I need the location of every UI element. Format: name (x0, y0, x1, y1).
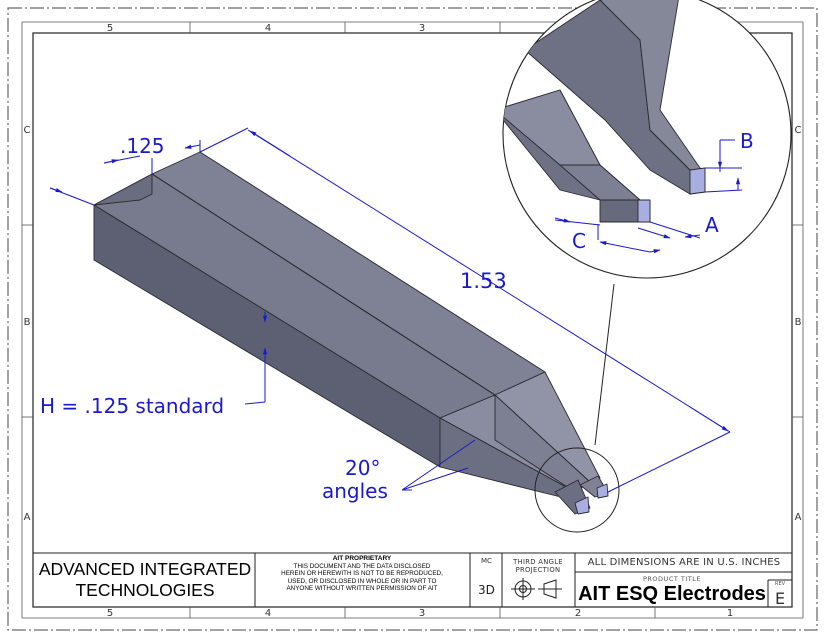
detail-view (503, 0, 706, 223)
three-d-label: 3D (478, 583, 495, 597)
outer-border (7, 7, 818, 631)
third-angle-projection-icon (511, 578, 562, 600)
dim-tip-a-label: A (705, 213, 719, 237)
product-title-label: PRODUCT TITLE (643, 575, 701, 583)
detail-leader (594, 283, 615, 446)
zone-row-left-a: A (24, 512, 31, 523)
zone-col-top-4: 4 (265, 23, 271, 34)
dimension-lines (49, 127, 743, 493)
title-block-grid (33, 552, 792, 607)
electrode-body (93, 151, 609, 515)
proprietary-notice: AIT PROPRIETARY THIS DOCUMENT AND THE DA… (256, 555, 468, 607)
zone-row-left-b: B (24, 317, 31, 328)
detail-circle-small (534, 447, 620, 533)
mc-label: MC (481, 557, 492, 565)
zone-col-bottom-2: 2 (575, 608, 581, 619)
zone-col-bottom-4: 4 (265, 608, 271, 619)
zone-col-bottom-1: 1 (727, 608, 733, 619)
dim-width-label: .125 (120, 134, 165, 158)
zone-row-left-c: C (24, 125, 31, 136)
projection-label: THIRD ANGLE PROJECTION (503, 558, 573, 574)
projection-line2: PROJECTION (515, 566, 561, 574)
zone-col-bottom-5: 5 (107, 608, 113, 619)
projection-line1: THIRD ANGLE (513, 558, 563, 566)
company-name: ADVANCED INTEGRATED TECHNOLOGIES (36, 554, 254, 606)
rev-value: E (774, 589, 786, 608)
proprietary-line-3: USED, OR DISCLOSED IN WHOLE OR IN PART T… (287, 577, 437, 585)
zone-col-top-5: 5 (107, 23, 113, 34)
rev-label: REV (774, 581, 786, 587)
proprietary-line-1: THIS DOCUMENT AND THE DATA DISCLOSED (293, 563, 431, 570)
proprietary-title: AIT PROPRIETARY (332, 555, 392, 562)
zone-row-right-c: C (795, 125, 802, 136)
company-name-line2: TECHNOLOGIES (75, 580, 215, 600)
inner-frame (32, 32, 793, 608)
dim-angle-value: 20° (345, 456, 380, 480)
dim-angle-label: angles (322, 479, 388, 503)
zone-col-bottom-3: 3 (419, 608, 425, 619)
dim-tip-c-label: C (572, 229, 586, 253)
proprietary-line-4: ANYONE WITHOUT WRITTEN PERMISSION OF AIT (286, 585, 438, 593)
dim-length-label: 1.53 (460, 269, 507, 293)
zone-col-top-3: 3 (419, 23, 425, 34)
zone-row-right-b: B (795, 317, 802, 328)
company-name-line1: ADVANCED INTEGRATED (38, 559, 252, 579)
proprietary-line-2: HEREIN OR HEREWITH IS NOT TO BE REPRODUC… (281, 570, 443, 578)
dim-height-label: H = .125 standard (40, 394, 224, 418)
zone-row-right-a: A (795, 512, 802, 523)
product-title: AIT ESQ Electrodes (578, 583, 766, 605)
dim-tip-b-label: B (740, 129, 754, 153)
dimensions-note: ALL DIMENSIONS ARE IN U.S. INCHES (587, 557, 781, 568)
